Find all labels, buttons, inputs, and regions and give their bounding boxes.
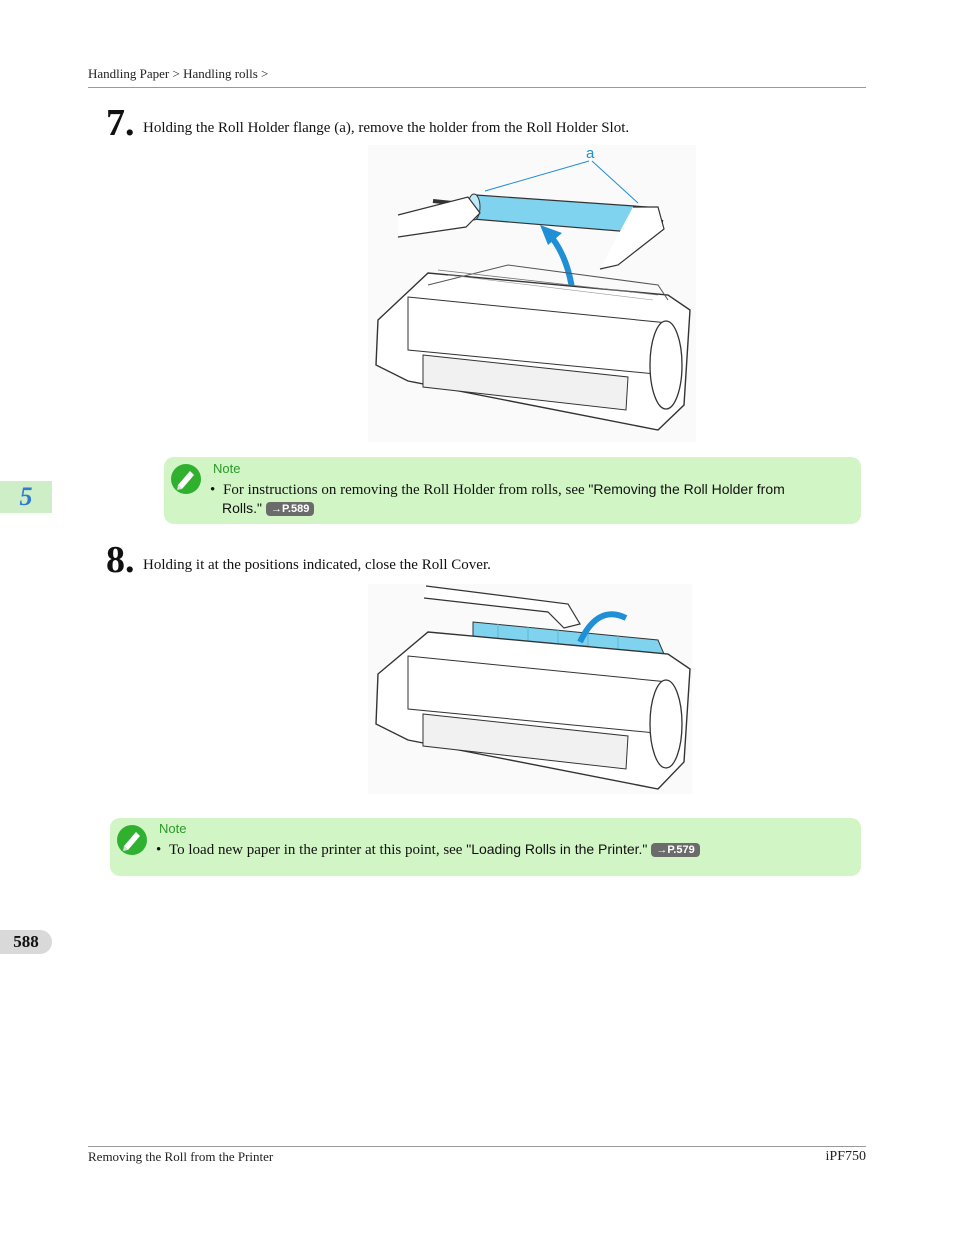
step-8-text: Holding it at the positions indicated, c… bbox=[143, 557, 491, 573]
note-1-link-continued[interactable]: Rolls." bbox=[222, 500, 262, 516]
printer-illustration-2 bbox=[375, 585, 691, 790]
note-1-link[interactable]: "Removing the Roll Holder from bbox=[588, 481, 785, 497]
step-7-number: 7. bbox=[106, 102, 135, 144]
note-2-bullet: • bbox=[156, 842, 162, 858]
note-2-text: To load new paper in the printer at this… bbox=[169, 842, 467, 858]
pencil-note-icon bbox=[117, 825, 147, 855]
note-2-link[interactable]: "Loading Rolls in the Printer." bbox=[466, 841, 648, 857]
page-number: 588 bbox=[0, 930, 52, 954]
roll-holder-removal-illustration: a bbox=[368, 145, 696, 442]
note-2-title: Note bbox=[159, 821, 187, 836]
note-1-text: For instructions on removing the Roll Ho… bbox=[223, 482, 589, 498]
note-1-title: Note bbox=[213, 461, 241, 476]
breadcrumb: Handling Paper > Handling rolls > bbox=[88, 66, 269, 81]
note-1-page-ref[interactable]: →P.589 bbox=[265, 502, 315, 516]
note-box-2: Note • To load new paper in the printer … bbox=[110, 818, 861, 876]
step-7-text: Holding the Roll Holder flange (a), remo… bbox=[143, 120, 630, 136]
footer-section-title: Removing the Roll from the Printer bbox=[88, 1149, 274, 1164]
callout-label-a: a bbox=[586, 145, 595, 162]
note-box-1: Note • For instructions on removing the … bbox=[164, 457, 861, 524]
header-divider bbox=[88, 87, 866, 88]
note-1-bullet: • bbox=[210, 482, 216, 498]
footer-divider bbox=[88, 1146, 866, 1147]
footer-model-name: iPF750 bbox=[825, 1149, 866, 1164]
step-8-number: 8. bbox=[106, 539, 135, 581]
close-roll-cover-illustration bbox=[368, 584, 692, 794]
printer-illustration-1: a bbox=[375, 145, 691, 431]
note-1-body: • For instructions on removing the Roll … bbox=[210, 480, 850, 500]
chapter-tab: 5 bbox=[0, 481, 52, 513]
pencil-note-icon bbox=[171, 464, 201, 494]
note-2-body: • To load new paper in the printer at th… bbox=[156, 840, 856, 860]
note-2-page-ref[interactable]: →P.579 bbox=[651, 843, 700, 857]
note-1-body-line-2: Rolls."→P.589 bbox=[222, 499, 315, 519]
